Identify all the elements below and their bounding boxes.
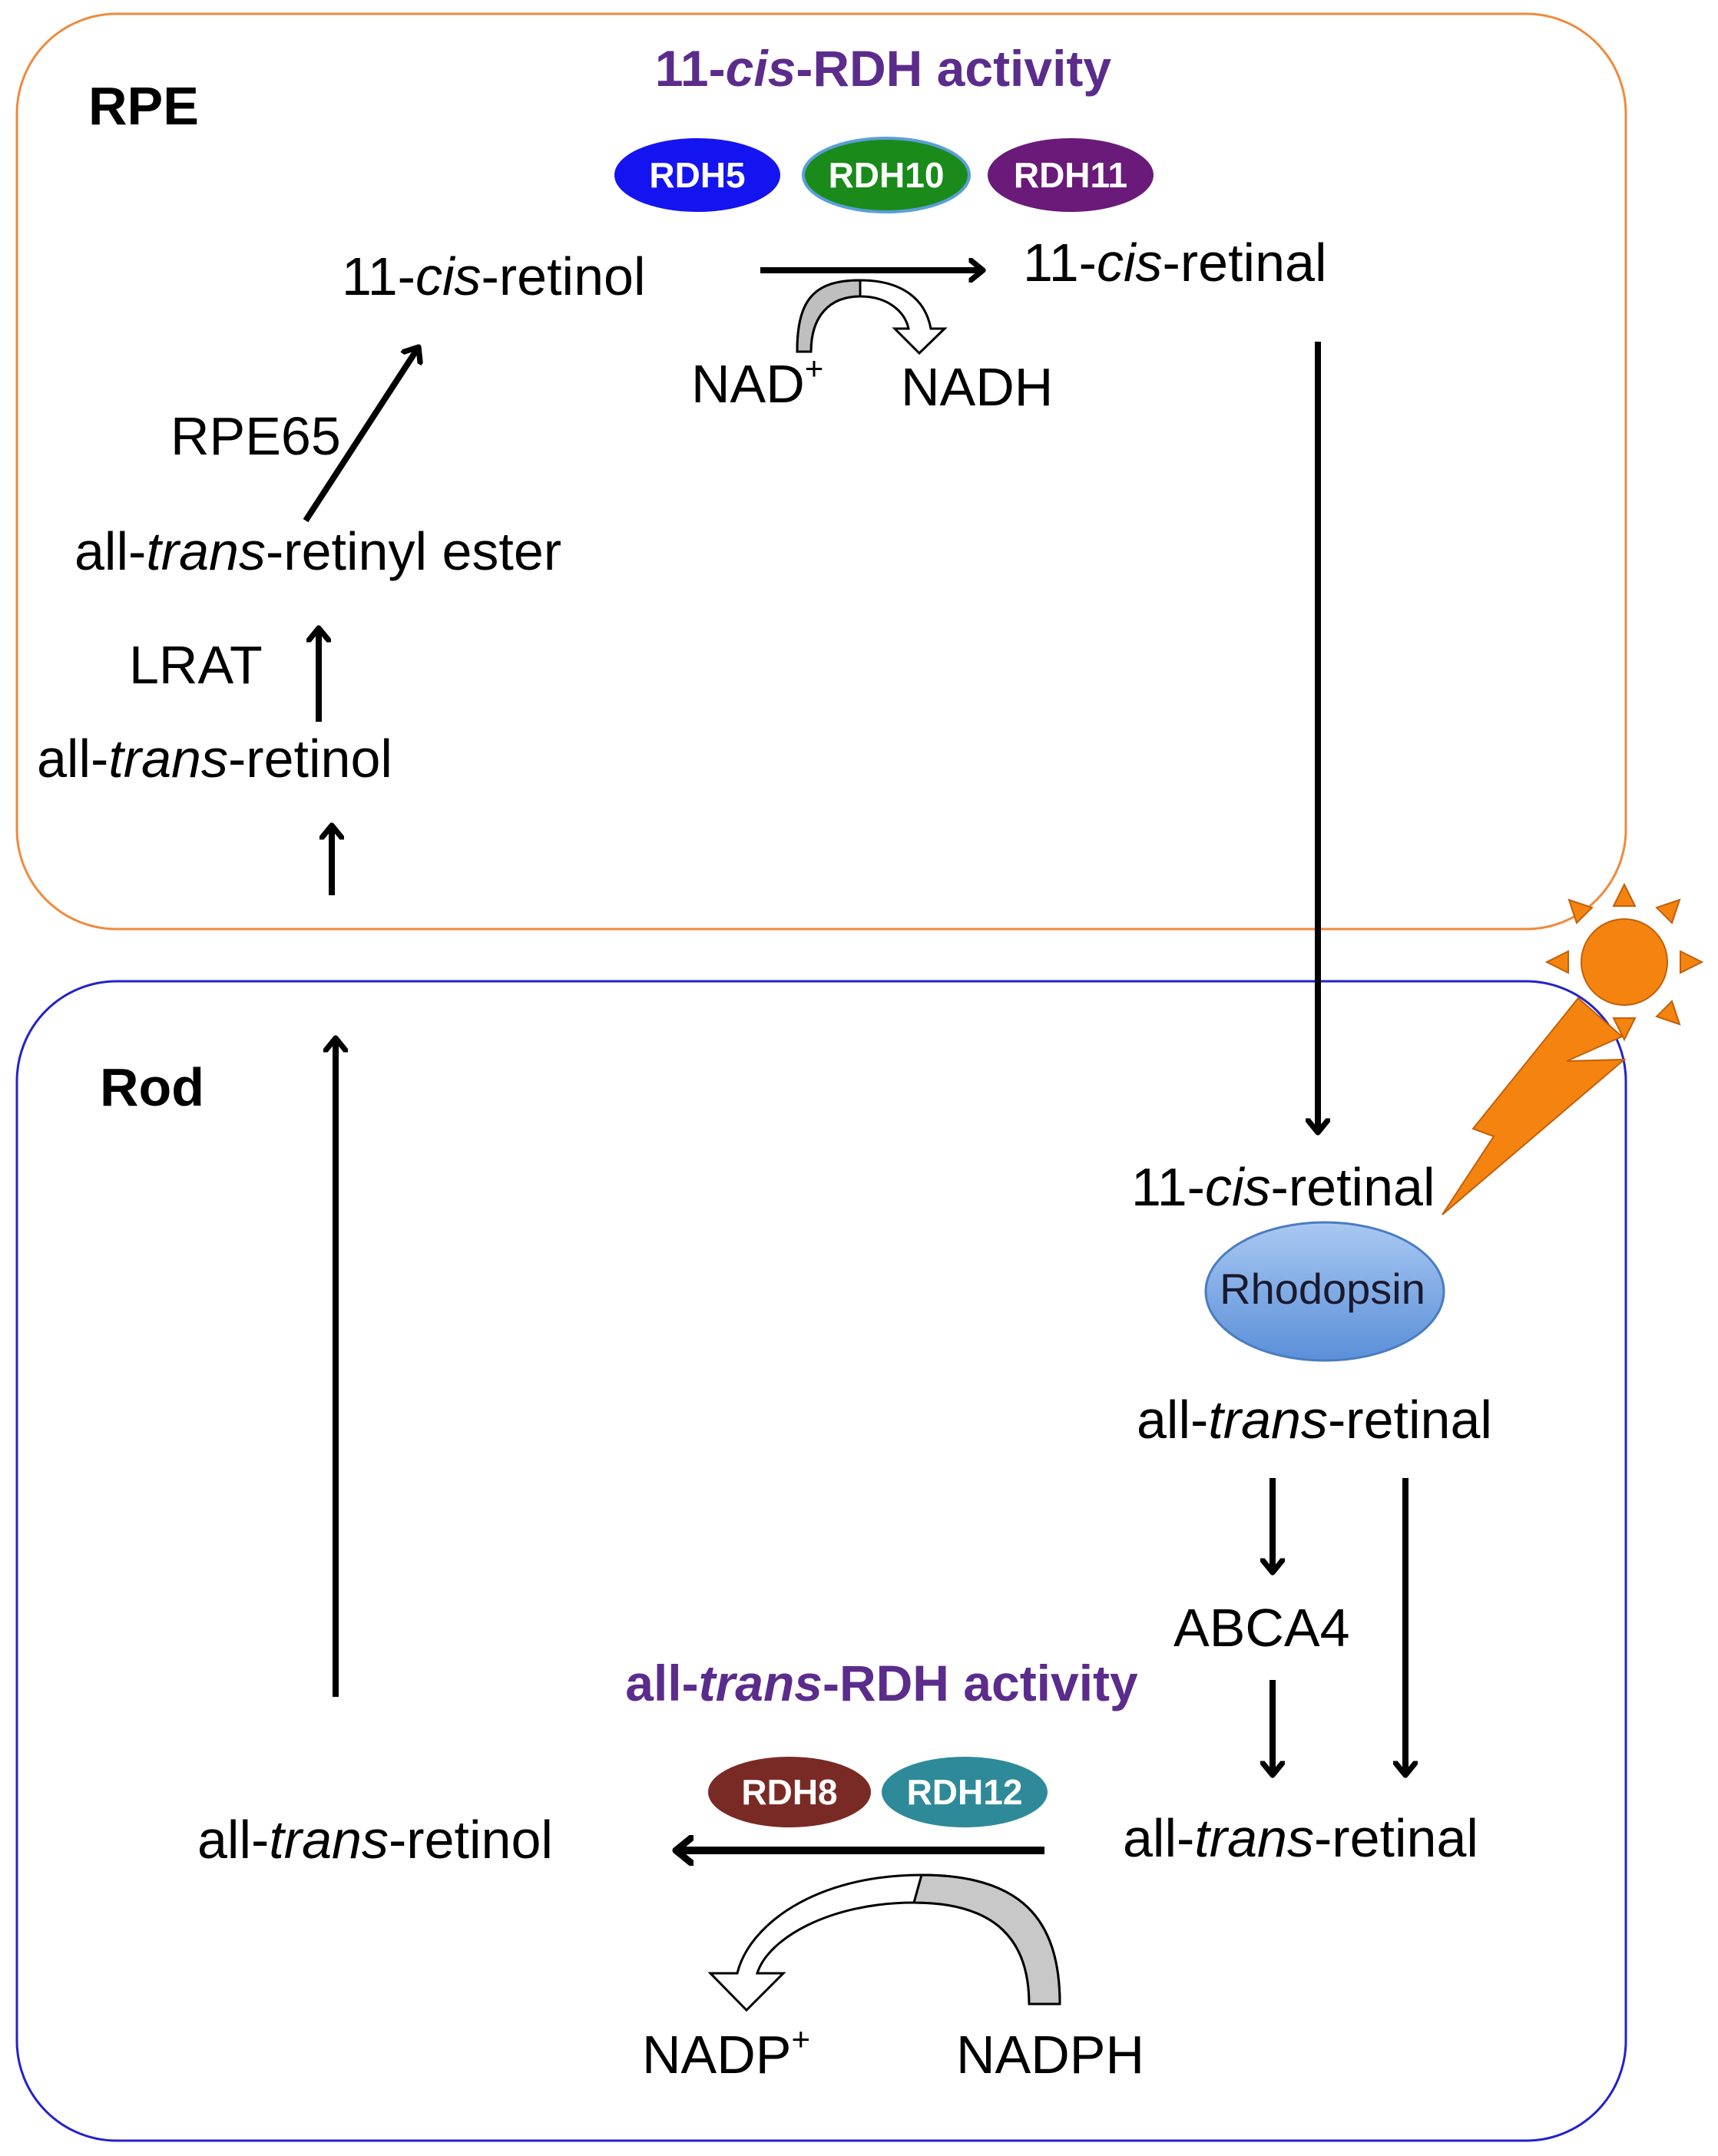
sun-icon [1544, 882, 1704, 1042]
enzyme-rdh8: RDH8 [708, 1757, 871, 1827]
svg-text:RDH5: RDH5 [649, 155, 745, 195]
rod-trans-retinal-top: all-trans-retinal [1137, 1390, 1492, 1450]
svg-text:RDH8: RDH8 [741, 1772, 837, 1812]
arrow-rpe65 [303, 347, 419, 523]
rpe-retinyl-ester: all-trans-retinyl ester [74, 521, 561, 581]
rod-title: Rod [100, 1057, 204, 1117]
rpe-cis-retinal: 11-cis-retinal [1023, 233, 1327, 293]
enzyme-rdh5: RDH5 [614, 138, 780, 212]
rpe65-label: RPE65 [170, 406, 341, 466]
lightning-icon [1442, 997, 1627, 1215]
enzyme-rdh12: RDH12 [882, 1757, 1048, 1827]
rod-activity-label: all-trans-RDH activity [625, 1655, 1138, 1711]
svg-text:Rhodopsin: Rhodopsin [1220, 1265, 1425, 1313]
rod-trans-retinal-bottom: all-trans-retinal [1123, 1808, 1478, 1868]
rod-trans-retinol: all-trans-retinol [197, 1810, 553, 1870]
enzyme-rdh10: RDH10 [802, 137, 971, 213]
nadh-label: NADH [901, 357, 1053, 417]
rod-compartment [15, 980, 1627, 2142]
nad-label: NAD+ [691, 350, 823, 414]
rod-cis-retinal: 11-cis-retinal [1131, 1157, 1435, 1217]
enzyme-rdh11: RDH11 [988, 138, 1154, 212]
svg-text:RDH11: RDH11 [1014, 155, 1127, 195]
rpe-compartment [15, 12, 1627, 931]
nadph-label: NADPH [956, 2025, 1144, 2085]
rhodopsin: Rhodopsin [1204, 1221, 1445, 1362]
svg-text:RDH12: RDH12 [907, 1772, 1023, 1812]
rpe-title: RPE [88, 76, 199, 136]
lrat-label: LRAT [129, 635, 263, 695]
svg-text:RDH10: RDH10 [829, 155, 945, 195]
abca4-label: ABCA4 [1173, 1598, 1350, 1658]
rpe-activity-label: 11-cis-RDH activity [655, 40, 1112, 97]
nadp-label: NADP+ [642, 2021, 810, 2085]
rpe-trans-retinol: all-trans-retinol [37, 729, 392, 789]
rpe-cis-retinol: 11-cis-retinol [342, 246, 646, 306]
